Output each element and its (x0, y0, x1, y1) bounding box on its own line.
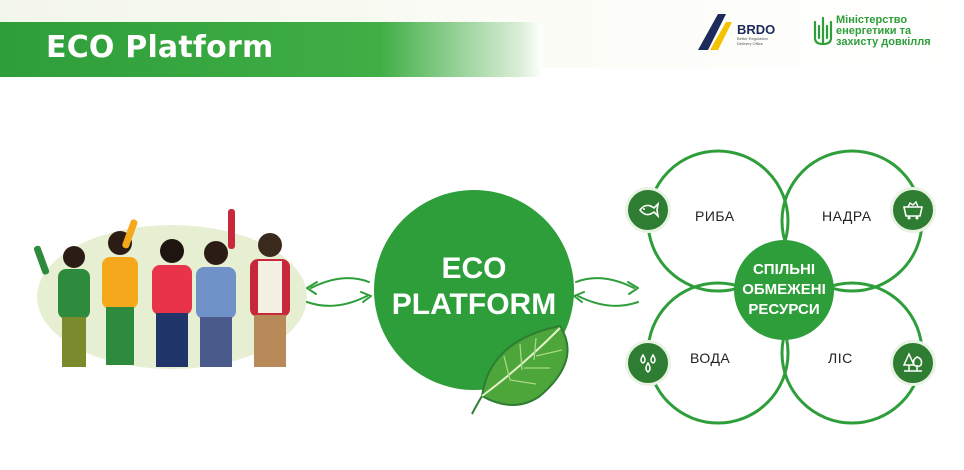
resource-label-water: ВОДА (690, 350, 731, 366)
resource-label-fish: РИБА (695, 208, 735, 224)
title-bar (0, 22, 542, 77)
trident-emblem-icon (813, 16, 833, 46)
fish-icon (625, 187, 671, 233)
trees-icon (890, 340, 936, 386)
ministry-name: Міністерство енергетики та захисту довкі… (836, 15, 946, 48)
shared-resources-circle (734, 240, 834, 340)
left-double-arrow-icon (306, 277, 372, 307)
shared-resources-line-1: СПІЛЬНІ (752, 261, 816, 278)
brdo-logo (698, 14, 732, 50)
brdo-logo-text: BRDO (737, 22, 776, 37)
water-drops-icon (625, 340, 671, 386)
eco-platform-label-line-2: PLATFORM (391, 288, 557, 321)
right-double-arrow-icon (573, 277, 639, 307)
shared-resources-label: СПІЛЬНІ ОБМЕЖЕНІ РЕСУРСИ (734, 260, 834, 320)
ministry-line-3: захисту довкілля (836, 36, 931, 48)
page-title: ECO Platform (46, 30, 274, 65)
mine-cart-icon (890, 187, 936, 233)
resource-label-subsoil: НАДРА (822, 208, 872, 224)
brdo-logo-subtitle: Better Regulation Delivery Office (737, 36, 768, 46)
ministry-line-2: енергетики та (836, 25, 912, 37)
eco-platform-label-line-1: ECO (441, 252, 507, 285)
resource-label-forest: ЛІС (828, 350, 853, 366)
shared-resources-line-3: РЕСУРСИ (748, 301, 820, 318)
leaf-icon (471, 324, 569, 415)
people-group-illustration (33, 209, 307, 369)
shared-resources-line-2: ОБМЕЖЕНІ (742, 281, 826, 298)
ministry-line-1: Міністерство (836, 14, 908, 26)
